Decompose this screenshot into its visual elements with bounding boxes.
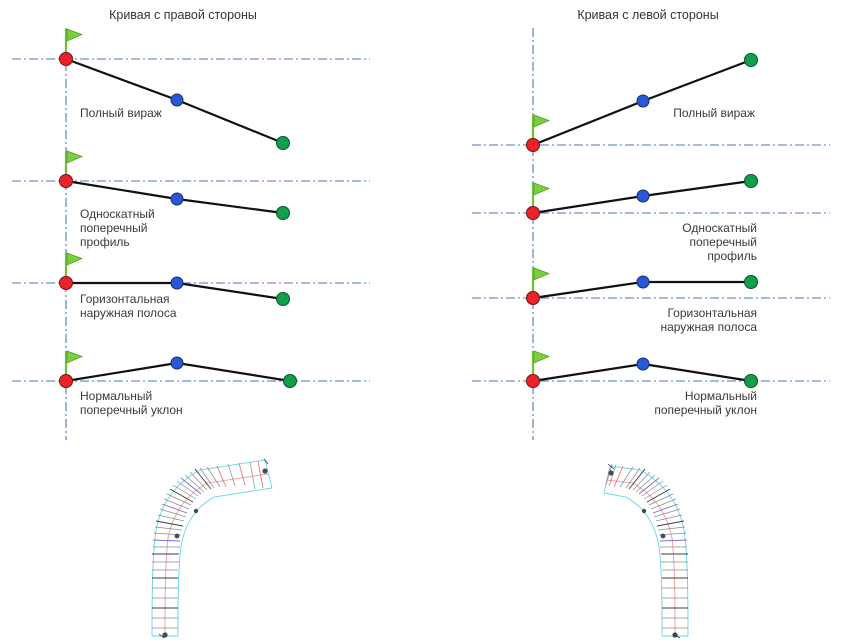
node-crown-point[interactable] [636,357,650,371]
plan-marker-end[interactable] [608,470,614,476]
plan-left-edge [609,465,689,637]
plan-end-cap [603,465,611,494]
node-edge-point[interactable] [744,374,758,388]
stage-label-line-1: Односкатный [682,221,757,235]
plan-tick-end [607,463,615,470]
station-flag-icon [531,113,551,143]
node-crown-point[interactable] [170,93,184,107]
plan-station-markers[interactable] [607,463,681,639]
plan-right-curve[interactable] [151,458,273,639]
stage-left-single-slope: Односкатный поперечный профиль [472,174,830,263]
stage-label-line-1: Нормальный [685,389,757,403]
node-start-point[interactable] [59,52,73,66]
node-start-point[interactable] [526,206,540,220]
stage-label-line-2: наружная полоса [660,320,757,334]
node-edge-point[interactable] [744,53,758,67]
stage-label-line-2: поперечный [690,235,758,249]
panel-right-side-curve: Кривая с правой стороны Полный вираж [12,8,370,440]
stage-label-line-2: наружная полоса [80,306,177,320]
plan-centerline [606,479,676,637]
panel-title-right: Кривая с правой стороны [109,8,257,22]
node-crown-point[interactable] [636,275,650,289]
stage-left-full-superelevation: Полный вираж [472,53,830,152]
stage-label: Полный вираж [673,106,755,120]
stage-right-single-slope: Односкатный поперечный профиль [12,149,370,249]
node-edge-point[interactable] [276,206,290,220]
node-edge-point[interactable] [283,374,297,388]
plan-tick-start [673,633,681,639]
stage-left-normal-cross-slope: Нормальный поперечный уклон [472,349,830,417]
plan-marker-pc[interactable] [174,533,180,539]
station-flag-icon [64,27,84,57]
stage-label-line-1: Горизонтальная [80,292,170,306]
stage-right-horizontal-outside-lane: Горизонтальная наружная полоса [12,251,370,320]
stage-label-line-2: поперечный уклон [80,403,183,417]
station-flag-icon [64,349,84,379]
station-flag-icon [64,251,84,281]
stage-label-line-3: профиль [80,235,130,249]
plan-marker-pc[interactable] [660,533,666,539]
stage-label-line-3: профиль [707,249,757,263]
plan-end-cap [264,459,273,489]
node-crown-point[interactable] [170,356,184,370]
station-flag-icon [531,349,551,379]
node-start-point[interactable] [59,276,73,290]
stage-left-horizontal-outside-lane: Горизонтальная наружная полоса [472,266,830,334]
panel-left-side-curve: Кривая с левой стороны Полный вираж [472,8,830,440]
plan-tick-end [263,458,269,465]
plan-centerline [164,473,269,637]
plan-station-markers[interactable] [158,458,269,639]
node-crown-point[interactable] [636,94,650,108]
station-flag-icon [531,181,551,211]
panel-title-left: Кривая с левой стороны [577,8,718,22]
plan-tick-start [158,633,165,639]
stage-label: Полный вираж [80,106,162,120]
node-start-point[interactable] [59,174,73,188]
node-start-point[interactable] [526,138,540,152]
stage-label-line-2: поперечный [80,221,148,235]
plan-marker-mid[interactable] [193,508,199,514]
node-crown-point[interactable] [636,189,650,203]
stage-right-normal-cross-slope: Нормальный поперечный уклон [12,349,370,417]
plan-marker-end[interactable] [262,468,268,474]
node-edge-point[interactable] [276,136,290,150]
plan-right-edge [603,492,663,637]
node-start-point[interactable] [526,374,540,388]
node-crown-point[interactable] [170,276,184,290]
stage-right-full-superelevation: Полный вираж [12,27,370,150]
plan-right-edge [177,487,273,637]
node-edge-point[interactable] [276,292,290,306]
station-flag-icon [531,266,551,296]
node-edge-point[interactable] [744,174,758,188]
node-start-point[interactable] [59,374,73,388]
node-crown-point[interactable] [170,192,184,206]
plan-left-curve[interactable] [603,463,689,639]
stage-label-line-1: Односкатный [80,207,155,221]
plan-marker-start[interactable] [162,632,168,638]
plan-cross-sections [152,460,264,629]
stage-label-line-1: Горизонтальная [667,306,757,320]
node-start-point[interactable] [526,291,540,305]
stage-label-line-2: поперечный уклон [654,403,757,417]
plan-left-edge [151,459,266,637]
plan-cross-sections [605,463,688,629]
station-flag-icon [64,149,84,179]
stage-label-line-1: Нормальный [80,389,152,403]
plan-marker-mid[interactable] [641,508,647,514]
node-edge-point[interactable] [744,275,758,289]
